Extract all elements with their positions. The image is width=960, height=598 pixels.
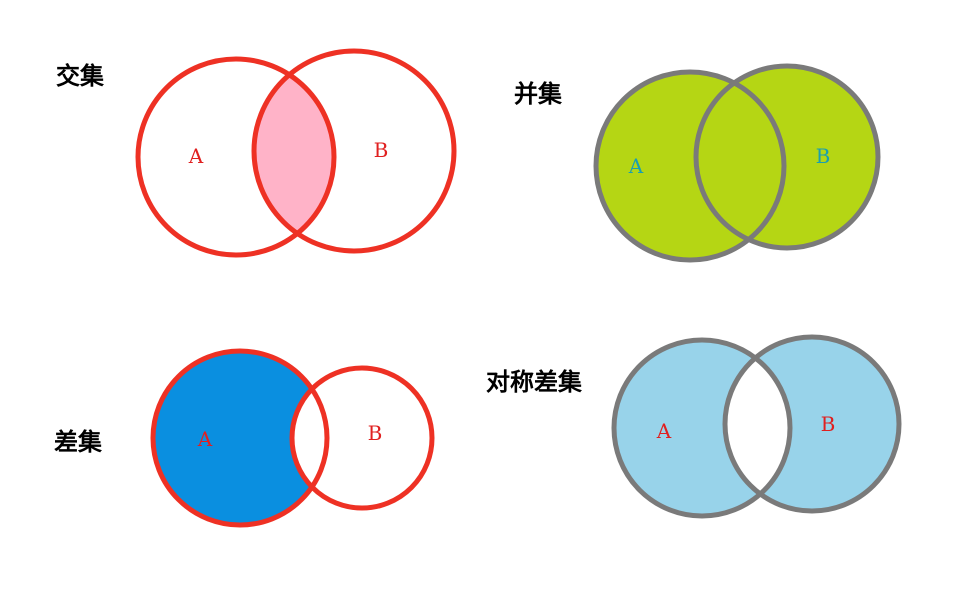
intersection-circle-b	[251, 48, 457, 254]
symdiff-overlap-cutout	[725, 340, 790, 511]
symdiff-circle-b	[722, 334, 902, 514]
intersection-title: 交集	[56, 62, 104, 90]
union-label-b: B	[816, 144, 831, 168]
difference-venn: A B	[150, 348, 435, 528]
union-circle-a	[593, 69, 787, 263]
intersection-circle-a	[135, 56, 337, 258]
intersection-label-b: B	[374, 138, 389, 162]
intersection-fill	[254, 59, 334, 251]
intersection-venn: A B	[135, 48, 457, 258]
symdiff-circle-a	[611, 337, 793, 519]
symmetric-difference-venn: A B	[611, 334, 902, 519]
difference-label-a: A	[197, 427, 213, 451]
union-circle-b	[693, 63, 881, 251]
difference-label-b: B	[368, 421, 383, 445]
union-venn: A B	[593, 63, 881, 263]
difference-circle-a	[150, 348, 330, 528]
difference-circle-b	[289, 365, 435, 511]
union-title: 并集	[514, 80, 562, 108]
symdiff-label-a: A	[656, 419, 672, 443]
symmetric-difference-title: 对称差集	[486, 368, 582, 396]
union-label-a: A	[628, 154, 644, 178]
difference-fill	[153, 351, 327, 525]
union-fill-b	[696, 66, 878, 248]
symdiff-label-b: B	[821, 412, 836, 436]
difference-title: 差集	[54, 428, 102, 456]
intersection-label-a: A	[188, 144, 204, 168]
